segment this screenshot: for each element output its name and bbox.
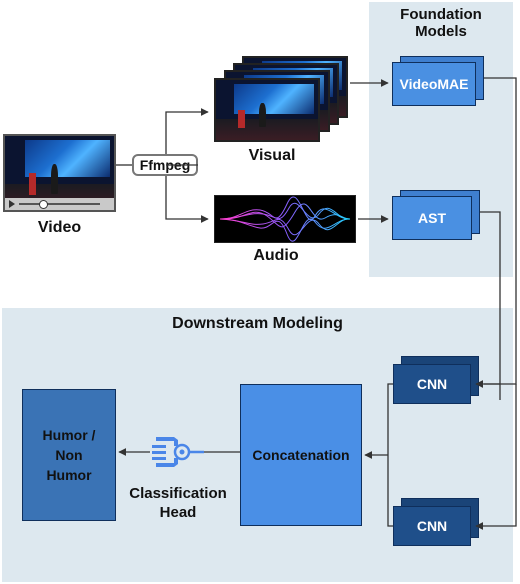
cnn-top-label: CNN — [416, 376, 448, 392]
ast-model: AST — [392, 196, 472, 240]
ffmpeg-box: Ffmpeg — [132, 154, 198, 176]
foundation-title-line1: Foundation — [400, 6, 482, 23]
head-line2: Head — [159, 504, 197, 522]
ast-to-cnn-bottom-arrow — [480, 211, 501, 400]
classification-head-icon — [152, 437, 204, 467]
audio-label: Audio — [253, 247, 299, 264]
output-line1: Humor / — [42, 427, 96, 443]
player-bar — [5, 198, 114, 210]
play-icon — [9, 200, 15, 208]
head-line1: Classification — [129, 485, 227, 502]
ffmpeg-to-audio-arrow — [165, 176, 209, 223]
concatenation-label: Concatenation — [252, 447, 350, 463]
video-label: Video — [37, 219, 82, 236]
humor-output-block: Humor / Non Humor — [22, 389, 116, 521]
video-thumbnail — [3, 134, 116, 212]
cnn-to-concat-arrow — [365, 383, 393, 527]
ffmpeg-label: Ffmpeg — [139, 157, 191, 173]
progress-track — [19, 203, 100, 205]
concatenation-block: Concatenation — [240, 384, 362, 526]
visual-frame-1 — [214, 78, 320, 142]
output-line3: Humor — [46, 467, 92, 483]
ffmpeg-to-visual-arrow — [165, 112, 208, 166]
foundation-models-title: Foundation Models — [369, 6, 513, 41]
cnn-bottom: CNN — [393, 506, 471, 546]
waveform-icon — [219, 196, 351, 242]
downstream-modeling-title: Downstream Modeling — [172, 315, 343, 332]
progress-knob — [39, 200, 48, 209]
ast-cnn-bottom-route — [475, 384, 517, 530]
cnn-bottom-label: CNN — [416, 518, 448, 534]
videomae-label: VideoMAE — [399, 76, 469, 92]
ast-label: AST — [418, 210, 446, 226]
videomae-model: VideoMAE — [392, 62, 476, 106]
audio-waveform — [214, 195, 356, 243]
foundation-title-line2: Models — [415, 23, 467, 41]
classification-head-label: Classification Head — [118, 485, 238, 522]
output-line2: Non — [55, 447, 83, 463]
visual-label: Visual — [248, 147, 296, 164]
cnn-top: CNN — [393, 364, 471, 404]
